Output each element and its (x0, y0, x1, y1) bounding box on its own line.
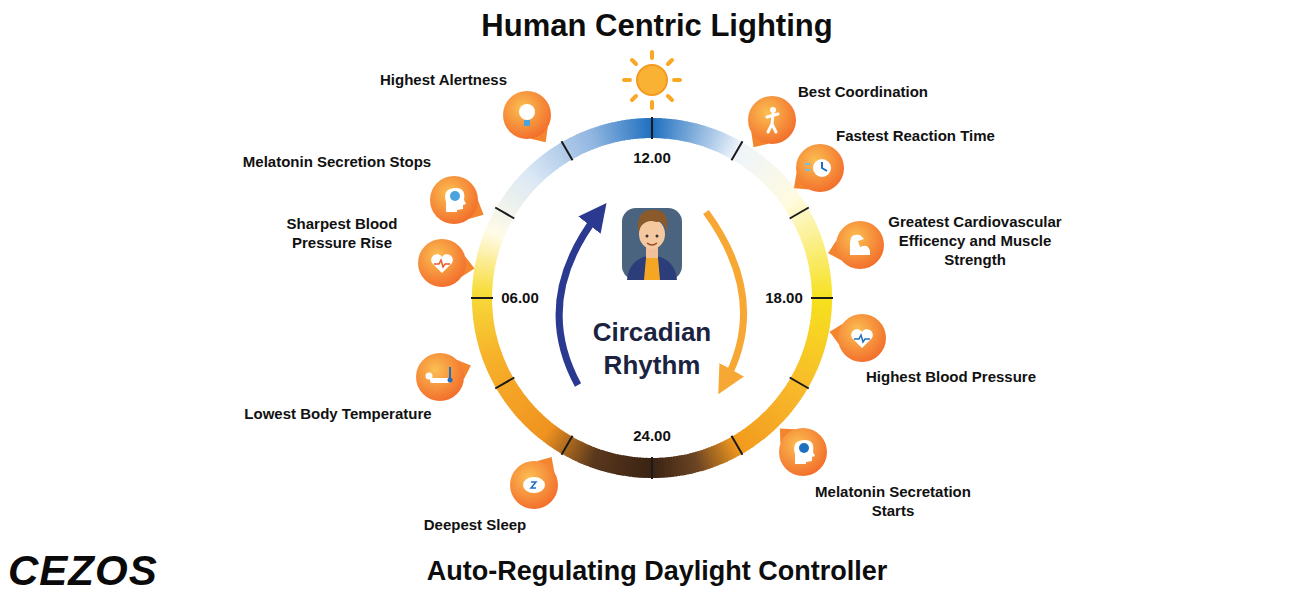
ring-tick (495, 378, 514, 389)
callout-label: Greatest Cardiovascular Efficency and Mu… (885, 212, 1065, 269)
bubble-icon (523, 477, 545, 493)
bubble-circle (416, 353, 464, 401)
callout-bubble: Highest Alertness (503, 91, 551, 139)
moon-icon (638, 492, 662, 540)
callout-label: Lowest Body Temperature (228, 404, 448, 423)
falling-arrow (706, 212, 744, 382)
bubble-shape (503, 91, 551, 139)
ring-tick (562, 141, 573, 160)
bubble-circle (796, 144, 844, 192)
callout-label: Fastest Reaction Time (836, 126, 1046, 145)
bubble-shape (748, 96, 796, 144)
bubble-circle (748, 96, 796, 144)
callout-bubble: Lowest Body Temperature (416, 353, 464, 401)
callout-label: Deepest Sleep (405, 515, 545, 534)
ring-segment (472, 297, 492, 301)
hour-label: 06.00 (480, 289, 560, 306)
bubble-icon (431, 254, 453, 273)
callout-bubble: Melatonin Secretation Starts (779, 428, 827, 476)
callout-label: Highest Alertness (327, 70, 507, 89)
ring-tick (811, 297, 833, 299)
ring-tick (471, 297, 493, 299)
bubble-shape (836, 221, 884, 269)
ring-tick (651, 117, 653, 139)
ring-tick (651, 457, 653, 479)
callout-label: Best Coordination (798, 82, 1008, 101)
bubble-shape (779, 428, 827, 476)
bubble-icon (445, 188, 466, 212)
callout-bubble: Sharpest Blood Pressure Rise (418, 239, 466, 287)
ring-tick (562, 436, 573, 455)
callout-bubble: Melatonin Secretion Stops (430, 176, 478, 224)
brand-logo: CEZOS (8, 547, 238, 595)
callout-label: Sharpest Blood Pressure Rise (272, 214, 412, 252)
bubble-shape (838, 314, 886, 362)
ring-tick (790, 208, 809, 219)
bubble-icon (519, 104, 535, 126)
callout-label: Melatonin Secretation Starts (798, 482, 988, 520)
callout-bubble: Deepest Sleep (510, 461, 558, 509)
bubble-circle (779, 428, 827, 476)
ring-segment (812, 295, 832, 299)
hour-label: 24.00 (612, 427, 692, 444)
bubble-icon (767, 107, 778, 132)
bubble-icon (794, 440, 815, 464)
bubble-shape (416, 353, 464, 401)
bubble-shape (418, 239, 466, 287)
callout-bubble: Greatest Cardiovascular Efficency and Mu… (836, 221, 884, 269)
rising-arrow (559, 214, 598, 385)
person-figure (622, 208, 682, 280)
callout-label: Highest Blood Pressure (866, 367, 1086, 386)
bubble-shape (510, 461, 558, 509)
bubble-circle (503, 91, 551, 139)
callout-label: Melatonin Secretion Stops (222, 152, 452, 171)
bubble-icon (850, 235, 870, 255)
ring-ticks (471, 117, 833, 479)
ring-tick (790, 378, 809, 389)
ring-segment (651, 458, 655, 478)
diagram-title: Human Centric Lighting (4, 8, 1306, 44)
bubble-shape (796, 144, 844, 192)
bubble-icon (805, 159, 831, 177)
callout-bubble: Highest Blood Pressure (838, 314, 886, 362)
bubble-circle (510, 461, 558, 509)
bubble-circle (430, 176, 478, 224)
bubble-shape (430, 176, 478, 224)
hour-label: 18.00 (744, 289, 824, 306)
ring-segment (649, 118, 653, 138)
center-title: Circadian Rhythm (567, 316, 737, 382)
bubble-circle (838, 314, 886, 362)
hour-label: 12.00 (612, 149, 692, 166)
bubble-circle (836, 221, 884, 269)
bubble-icon (426, 367, 453, 383)
callout-bubble: Best Coordination (748, 96, 796, 144)
ring-tick (495, 208, 514, 219)
bubble-circle (418, 239, 466, 287)
ring-tick (732, 436, 743, 455)
diagram-caption: Auto-Regulating Daylight Controller (4, 556, 1306, 587)
callout-bubble: Fastest Reaction Time (796, 144, 844, 192)
bubble-icon (851, 329, 873, 348)
sun-icon (624, 52, 680, 108)
ring-tick (732, 141, 743, 160)
